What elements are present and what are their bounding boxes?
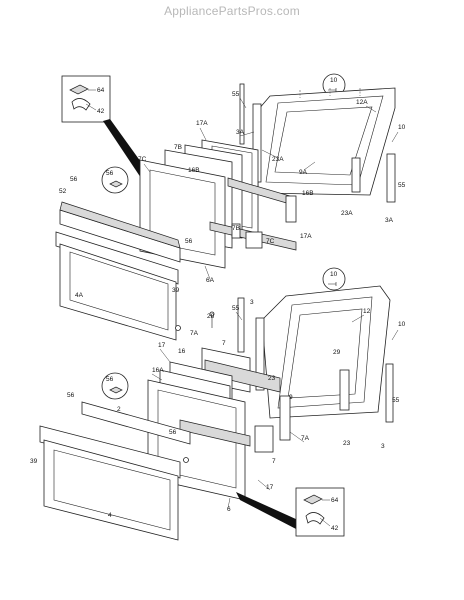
spacer-7B: [231, 223, 241, 239]
label-bot-7-b: 7: [272, 458, 276, 465]
label-bot-56-a: 56: [67, 392, 75, 399]
outer-panel-4A: [59, 243, 177, 341]
label-top-6A: 6A: [206, 277, 215, 284]
handle-2: [81, 401, 191, 445]
watermark-text: AppliancePartsPros.com: [164, 4, 300, 18]
hinge-left-bottom: [255, 317, 265, 391]
label-bot-29: 29: [333, 349, 341, 356]
label-bot-55-a: 55: [232, 305, 240, 312]
bubble-label-56-bottom: 56: [106, 376, 114, 383]
label-bot-39: 39: [30, 458, 38, 465]
label-bot-12: 12: [363, 308, 371, 315]
label-top-16B-b: 16B: [302, 190, 314, 197]
label-64-bottom: 64: [331, 497, 339, 504]
detail-box-top: 64 42: [61, 75, 151, 178]
label-top-39: 39: [172, 287, 180, 294]
bubble-label-10-bottom: 10: [330, 271, 338, 278]
label-bot-23-a: 23: [268, 375, 276, 382]
hinge-right-top: [351, 157, 361, 193]
label-top-10: 10: [398, 124, 406, 131]
screw-bubble-10-bottom: 10: [322, 267, 346, 291]
label-42-bottom: 42: [331, 525, 339, 532]
label-bot-17-a: 17: [158, 342, 166, 349]
detail-box-bottom: 64 42: [236, 487, 345, 537]
spring-part-42-top: [71, 98, 91, 111]
insulation-17: [179, 419, 251, 447]
trim-39-top: [55, 231, 179, 285]
label-bot-17-b: 17: [266, 484, 274, 491]
label-top-23A-a: 23A: [272, 156, 284, 163]
bracket-17A-b: [285, 195, 297, 223]
label-top-9A: 9A: [299, 169, 308, 176]
label-top-23A-b: 23A: [341, 210, 353, 217]
label-64-top: 64: [97, 87, 105, 94]
label-bot-56-b: 56: [169, 429, 177, 436]
label-bot-16A: 16A: [152, 367, 164, 374]
label-top-7B-b: 7B: [232, 225, 240, 232]
outer-door-bottom: [39, 401, 191, 541]
label-top-55-b: 55: [398, 182, 406, 189]
screw-bubble-10-top: 10: [322, 73, 346, 97]
label-top-56-b: 56: [185, 238, 193, 245]
label-top-3A-a: 3A: [236, 129, 245, 136]
label-top-16B-a: 16B: [188, 167, 200, 174]
leader-lines: [143, 97, 399, 509]
outer-panel-4: [43, 439, 179, 541]
insulation-7: [204, 359, 281, 393]
side-trim-55-top: [386, 153, 396, 203]
door-liner-frame-top: [239, 83, 396, 203]
trim-39-bottom: [39, 425, 181, 479]
bubble-label-56-top: 56: [106, 170, 114, 177]
label-top-56-a: 56: [70, 176, 78, 183]
label-top-7B-a: 7B: [174, 144, 182, 151]
label-top-7C-a: 7C: [138, 156, 147, 163]
clip-part-64-top: [69, 84, 89, 95]
window-pack-top: [139, 139, 297, 269]
label-top-4A: 4A: [75, 292, 84, 299]
side-trim-55-left-top: [239, 83, 245, 145]
label-bot-7A-b: 7A: [301, 435, 310, 442]
side-trim-55-bottom: [385, 363, 394, 423]
outer-door-top: [55, 201, 181, 341]
spring-part-42-bottom: [305, 512, 325, 525]
screw-bubble-56-top: 56: [101, 166, 129, 194]
label-bot-3-b: 3: [381, 443, 385, 450]
label-bot-3-a: 3: [250, 299, 254, 306]
label-bot-2: 2: [117, 406, 121, 413]
door-liner-frame-bottom: [237, 285, 394, 423]
screw-bubble-56-bottom: 56: [101, 372, 129, 400]
label-top-52: 52: [59, 188, 67, 195]
label-bot-7A-a: 7A: [190, 330, 199, 337]
label-top-17A-a: 17A: [196, 120, 208, 127]
label-bot-9: 9: [289, 394, 293, 401]
side-trim-55-left-bottom: [237, 297, 245, 353]
label-bot-28: 28: [207, 313, 215, 320]
label-top-12A: 12A: [356, 99, 368, 106]
label-bot-6: 6: [227, 506, 231, 513]
label-bot-16: 16: [178, 348, 186, 355]
labels-top-door: 55 3A 23A 12A 10 9A 17A 7B 7C 16B 16B 17…: [59, 91, 406, 299]
label-top-7C-b: 7C: [266, 238, 275, 245]
bubble-label-10-top: 10: [330, 77, 338, 84]
label-top-3A-b: 3A: [385, 217, 394, 224]
label-bot-55-b: 55: [392, 397, 400, 404]
label-top-55-a: 55: [232, 91, 240, 98]
spacer-7C: [245, 231, 263, 249]
callout-wedge-bottom: [236, 492, 298, 530]
label-bot-23-b: 23: [343, 440, 351, 447]
hinge-right-bottom: [339, 369, 350, 411]
clip-part-64-bottom: [303, 494, 323, 505]
label-top-17A-b: 17A: [300, 233, 312, 240]
bracket-7A-b: [279, 395, 291, 441]
labels-bottom-door: 55 3 28 7A 7 23 12 10 29 9 17 16 16A 55 …: [30, 299, 406, 519]
label-42-top: 42: [97, 108, 105, 115]
spacer-7-b: [254, 425, 274, 453]
callout-wedge-top: [103, 119, 151, 178]
label-bot-10: 10: [398, 321, 406, 328]
label-bot-4: 4: [108, 512, 112, 519]
label-bot-7-a: 7: [222, 340, 226, 347]
